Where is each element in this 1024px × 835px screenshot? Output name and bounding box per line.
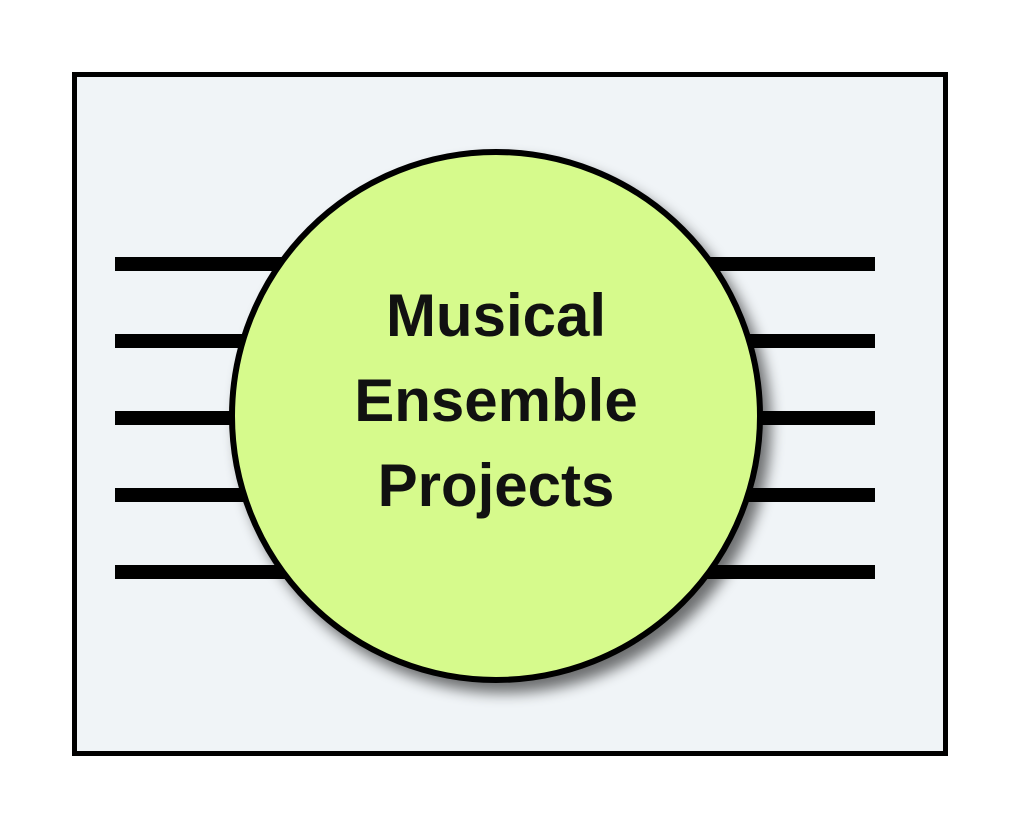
title-line-3: Projects — [378, 452, 615, 519]
logo-frame: Musical Ensemble Projects — [72, 72, 948, 756]
title-line-2: Ensemble — [354, 367, 637, 434]
music-staff-circle-icon: Musical Ensemble Projects — [77, 77, 943, 751]
title-line-1: Musical — [386, 282, 606, 349]
staff-line-right-5 — [697, 565, 875, 579]
staff-line-right-1 — [697, 257, 875, 271]
staff-line-left-5 — [115, 565, 315, 579]
staff-line-left-1 — [115, 257, 315, 271]
center-circle — [229, 149, 763, 683]
